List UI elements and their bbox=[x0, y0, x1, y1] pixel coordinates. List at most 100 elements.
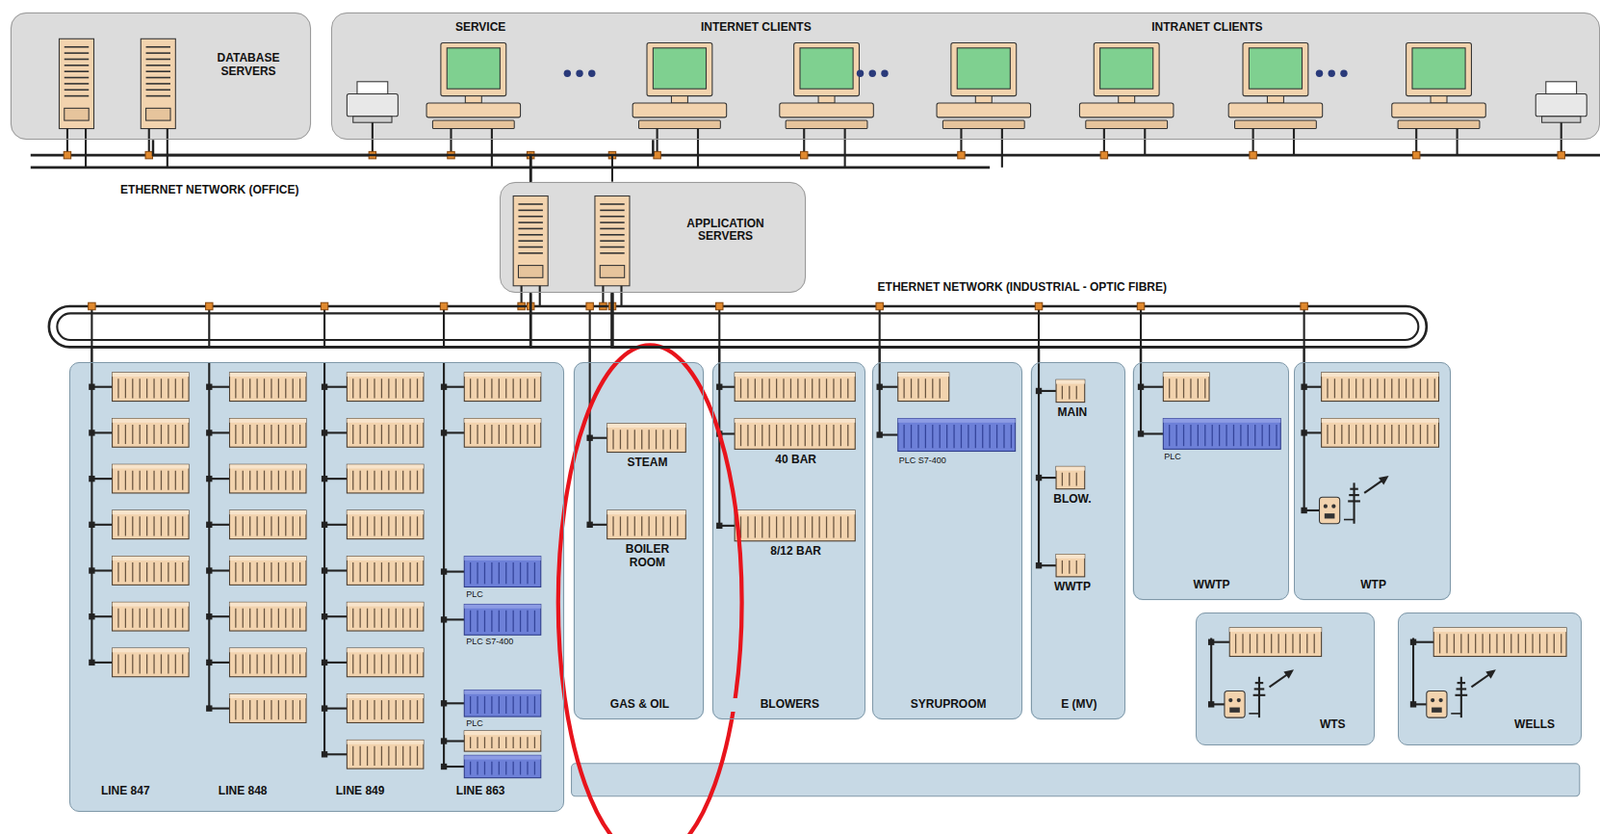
plant-panel: WELLS bbox=[1397, 612, 1582, 746]
rack-slot bbox=[234, 699, 236, 720]
rack-slot bbox=[1277, 633, 1279, 653]
keyboard bbox=[942, 120, 1025, 129]
radio-led bbox=[1430, 697, 1435, 702]
rack-slot bbox=[1061, 560, 1063, 574]
rack-slot bbox=[234, 562, 236, 582]
tap bbox=[206, 659, 212, 666]
server-bay bbox=[64, 88, 89, 91]
rack-slot bbox=[125, 653, 127, 673]
tap bbox=[1300, 507, 1307, 514]
tap bbox=[1300, 429, 1307, 436]
network-tap bbox=[1136, 302, 1144, 310]
rack-slot bbox=[1197, 378, 1199, 398]
radio-arrowhead bbox=[1485, 669, 1497, 679]
pc-drop bbox=[1292, 129, 1295, 156]
rack-slot bbox=[160, 378, 162, 398]
rack-slot bbox=[953, 424, 955, 448]
plc-rack-node: PLC bbox=[1161, 419, 1286, 469]
rack-slot bbox=[1254, 424, 1256, 446]
rack-label: MAIN bbox=[1042, 406, 1102, 420]
highlight-ellipse bbox=[558, 344, 743, 834]
io-rack bbox=[1433, 627, 1567, 657]
rack-slot bbox=[647, 516, 649, 536]
rack-slot bbox=[153, 378, 155, 398]
network-tap bbox=[439, 302, 447, 310]
drop-line bbox=[878, 361, 881, 435]
printer bbox=[346, 94, 398, 117]
pc-drop bbox=[1001, 129, 1004, 168]
network-tap bbox=[88, 302, 96, 310]
screen bbox=[1412, 48, 1466, 89]
rack-slot bbox=[181, 562, 183, 582]
rack-top bbox=[1321, 418, 1440, 423]
rack-slot bbox=[782, 516, 784, 538]
ring-tap bbox=[718, 306, 721, 347]
rack-slot bbox=[366, 653, 368, 673]
rack-slot bbox=[249, 424, 251, 444]
rack-slot bbox=[498, 424, 500, 444]
rack-slot bbox=[1247, 424, 1249, 446]
rack-slot bbox=[1405, 424, 1407, 444]
plc-rack bbox=[898, 418, 1016, 452]
network-tap bbox=[876, 302, 883, 310]
drop-stub bbox=[324, 386, 347, 388]
rack-slot bbox=[476, 424, 478, 444]
radio-slot bbox=[1229, 707, 1240, 713]
rack-top bbox=[229, 372, 306, 377]
rack-slot bbox=[402, 424, 404, 444]
rack-slot bbox=[469, 696, 471, 714]
rack-slot bbox=[153, 424, 155, 444]
rack-slot bbox=[160, 608, 162, 628]
rack-slot bbox=[1362, 424, 1364, 444]
rack-slot bbox=[360, 699, 362, 720]
monitor bbox=[951, 43, 1017, 97]
rack-top bbox=[229, 510, 306, 515]
rack-slot bbox=[352, 516, 354, 536]
rack-slot bbox=[278, 653, 280, 673]
rack-slot bbox=[270, 562, 272, 582]
rack-slot bbox=[989, 424, 991, 448]
rack-top bbox=[1056, 379, 1085, 384]
rack-slot bbox=[352, 562, 354, 582]
server-drop bbox=[166, 129, 169, 168]
network-tap bbox=[320, 302, 328, 310]
radio-slot bbox=[1324, 513, 1336, 518]
panel-ground bbox=[1031, 361, 1127, 720]
rack-slot bbox=[167, 516, 169, 536]
drop-line bbox=[323, 361, 326, 754]
tap bbox=[440, 616, 447, 622]
rack-slot bbox=[175, 653, 177, 673]
rack-slot bbox=[395, 608, 397, 628]
server-bay bbox=[64, 70, 89, 73]
rack-slot bbox=[1076, 560, 1078, 574]
io-rack bbox=[112, 647, 189, 677]
rack-slot bbox=[769, 516, 771, 538]
rack-slot bbox=[167, 653, 169, 673]
rack-slot bbox=[1334, 424, 1336, 444]
group-title: INTERNET CLIENTS bbox=[664, 21, 849, 35]
rack-slot bbox=[1175, 378, 1177, 398]
rack-slot bbox=[373, 378, 375, 398]
rack-slot bbox=[360, 653, 362, 673]
io-rack bbox=[112, 601, 189, 631]
rack-slot bbox=[903, 378, 904, 398]
rack-slot bbox=[797, 424, 799, 446]
ellipsis-dot bbox=[564, 70, 571, 78]
server-bay bbox=[517, 215, 542, 218]
rack-slot bbox=[131, 608, 133, 628]
tap bbox=[206, 613, 212, 620]
rack-slot bbox=[469, 562, 471, 584]
pc-drop bbox=[844, 129, 847, 168]
ring-tap bbox=[589, 306, 592, 347]
rack-slot bbox=[931, 378, 933, 398]
panel-ground bbox=[573, 361, 705, 720]
keyboard bbox=[639, 120, 722, 129]
radio-led bbox=[1439, 697, 1444, 702]
rack-slot bbox=[242, 378, 244, 398]
monitor bbox=[646, 43, 713, 97]
rack-slot bbox=[373, 653, 375, 673]
rack-slot bbox=[1262, 424, 1264, 446]
pc-drop bbox=[1456, 129, 1459, 156]
rack-slot bbox=[832, 378, 834, 398]
printer-tray bbox=[353, 116, 392, 123]
